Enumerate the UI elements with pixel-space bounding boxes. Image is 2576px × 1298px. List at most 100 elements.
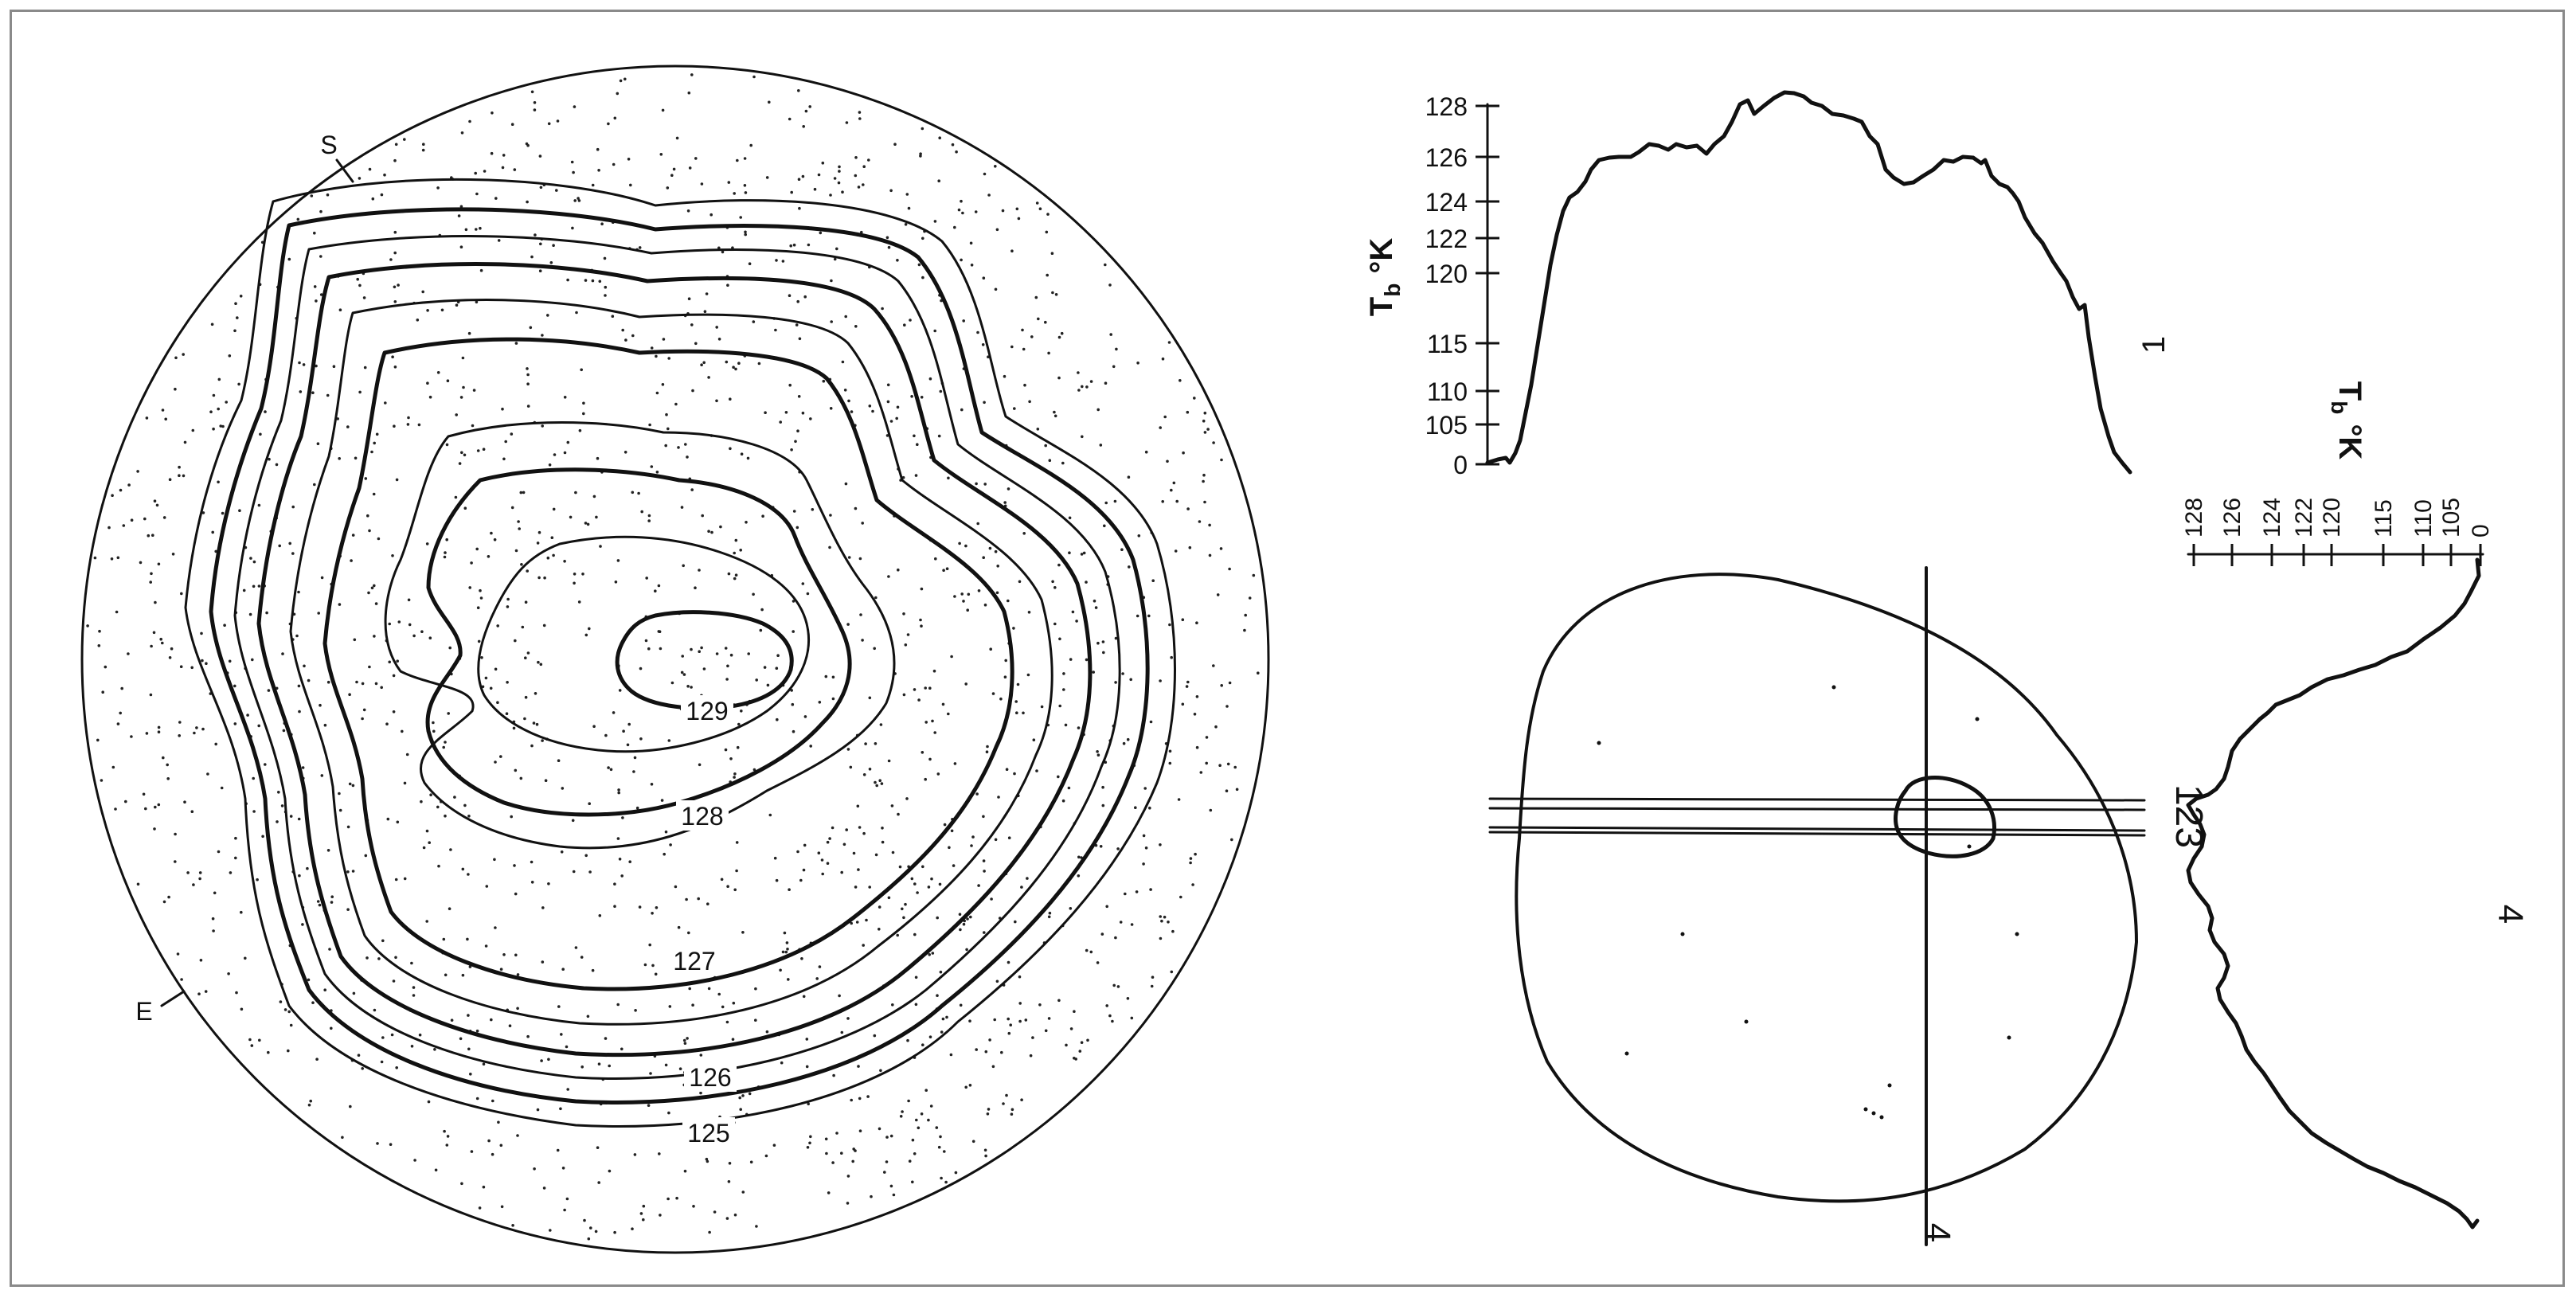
stipple-dot xyxy=(844,315,847,319)
stipple-dot xyxy=(1168,623,1171,627)
stipple-dot xyxy=(985,750,989,753)
stipple-dot xyxy=(937,434,941,438)
stipple-dot xyxy=(461,973,465,977)
stipple-dot xyxy=(1135,890,1139,893)
stipple-dot xyxy=(214,742,218,746)
stipple-dot xyxy=(493,538,497,541)
stipple-dot xyxy=(233,684,236,688)
stipple-dot xyxy=(790,448,793,452)
stipple-dot xyxy=(724,647,728,650)
stipple-dot xyxy=(805,1065,809,1069)
stipple-dot xyxy=(401,729,404,733)
stipple-dot xyxy=(561,1167,565,1170)
stipple-dot xyxy=(1007,487,1010,491)
stipple-dot xyxy=(346,908,350,911)
stipple-dot xyxy=(960,199,963,203)
stipple-dot xyxy=(572,170,575,174)
stipple-dot xyxy=(754,987,757,991)
stipple-dot xyxy=(1159,915,1162,918)
stipple-dot xyxy=(862,165,866,168)
stipple-dot xyxy=(235,991,238,995)
stipple-dot xyxy=(1018,1019,1022,1023)
stipple-dot xyxy=(178,474,181,477)
stipple-dot xyxy=(374,682,378,686)
stipple-dot xyxy=(1044,1029,1048,1033)
stipple-dot xyxy=(697,897,700,901)
stipple-dot xyxy=(363,366,367,369)
stipple-dot xyxy=(1001,209,1005,213)
stipple-dot xyxy=(597,169,600,172)
stipple-dot xyxy=(715,326,718,329)
stipple-dot xyxy=(526,405,530,408)
stipple-dot xyxy=(1062,672,1065,675)
stipple-dot xyxy=(1048,459,1052,462)
stipple-dot xyxy=(164,417,167,421)
stipple-dot xyxy=(970,264,974,267)
stipple-dot xyxy=(847,556,851,559)
stipple-dot xyxy=(584,279,588,282)
stipple-dot xyxy=(466,937,469,941)
stipple-dot xyxy=(573,105,577,108)
stipple-dot xyxy=(1005,768,1009,771)
stipple-dot xyxy=(127,483,131,487)
stipple-dot xyxy=(720,878,724,882)
stipple-dot xyxy=(1003,501,1007,504)
stipple-dot xyxy=(741,931,745,934)
stipple-dot xyxy=(739,1108,742,1111)
scan-disk-speck xyxy=(1680,932,1685,936)
stipple-dot xyxy=(432,721,435,725)
stipple-dot xyxy=(875,784,878,788)
stipple-dot xyxy=(149,693,153,697)
stipple-dot xyxy=(537,530,541,534)
stipple-dot xyxy=(143,517,147,521)
stipple-dot xyxy=(1048,911,1052,915)
stipple-dot xyxy=(428,841,431,844)
stipple-dot xyxy=(846,1202,850,1205)
stipple-dot xyxy=(1007,836,1011,839)
stipple-dot xyxy=(955,150,958,154)
stipple-dot xyxy=(358,390,362,394)
stipple-dot xyxy=(707,376,710,379)
stipple-dot xyxy=(846,623,850,626)
stipple-dot xyxy=(604,733,608,737)
limb-marker-south: S xyxy=(320,131,354,183)
stipple-dot xyxy=(1128,565,1131,569)
stipple-dot xyxy=(510,506,514,510)
stipple-dot xyxy=(745,521,748,524)
stipple-dot xyxy=(162,516,166,519)
stipple-dot xyxy=(368,665,371,669)
stipple-dot xyxy=(535,722,539,726)
stipple-dot xyxy=(881,827,884,830)
stipple-dot xyxy=(959,928,962,932)
stipple-dot xyxy=(522,491,526,495)
stipple-dot xyxy=(1069,658,1073,661)
stipple-dot xyxy=(976,330,979,334)
stipple-dot xyxy=(396,820,400,824)
stipple-dot xyxy=(205,662,208,665)
stipple-dot xyxy=(764,1154,768,1158)
stipple-dot xyxy=(413,1159,416,1162)
stipple-dot xyxy=(879,1069,882,1073)
stipple-dot xyxy=(174,356,178,360)
stipple-dot xyxy=(889,1184,893,1188)
stipple-dot xyxy=(1036,428,1040,431)
stipple-dot xyxy=(917,1126,921,1130)
stipple-dot xyxy=(792,510,796,513)
stipple-dot xyxy=(690,488,694,491)
stipple-dot xyxy=(393,285,397,289)
stipple-dot xyxy=(858,1129,862,1132)
stipple-dot xyxy=(388,660,392,664)
stipple-dot xyxy=(928,953,931,956)
contour-label-129-text: 129 xyxy=(686,697,728,725)
stipple-dot xyxy=(1020,886,1023,889)
stipple-dot xyxy=(757,362,761,366)
stipple-dot xyxy=(494,926,497,929)
stipple-dot xyxy=(212,427,215,431)
stipple-dot xyxy=(824,1137,828,1141)
stipple-dot xyxy=(962,319,965,323)
limb-tick-east xyxy=(160,990,186,1007)
stipple-dot xyxy=(1007,960,1010,964)
stipple-dot xyxy=(346,825,350,829)
stipple-dot xyxy=(621,816,624,819)
stipple-dot xyxy=(162,756,165,760)
